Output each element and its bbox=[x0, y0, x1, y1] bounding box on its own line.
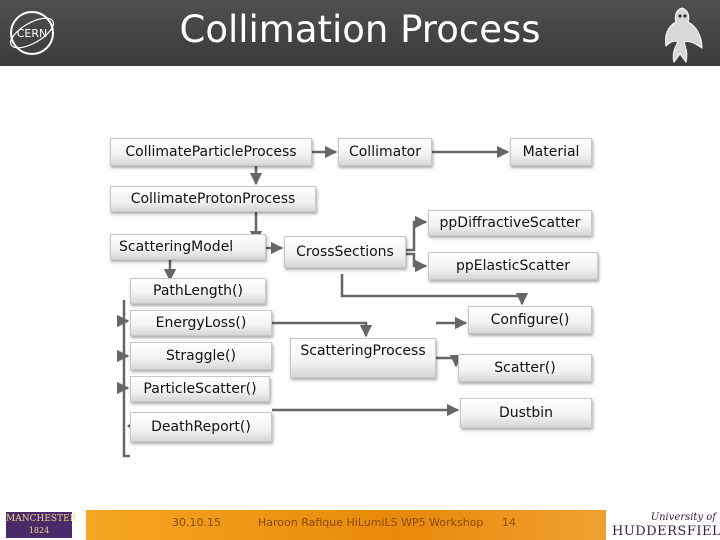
node-death-report: DeathReport() bbox=[130, 412, 272, 442]
footer-date: 30.10.15 bbox=[172, 516, 221, 529]
node-collimate-proton-process: CollimateProtonProcess bbox=[110, 186, 316, 212]
owl-logo bbox=[665, 7, 703, 64]
node-scattering-process: ScatteringProcess bbox=[290, 338, 436, 378]
slide-title: Collimation Process bbox=[179, 8, 541, 51]
svg-text:CERN: CERN bbox=[17, 27, 48, 40]
node-pp-diffractive-scatter: ppDiffractiveScatter bbox=[428, 210, 592, 236]
huddersfield-logo: University of HUDDERSFIELD bbox=[612, 512, 720, 539]
node-energy-loss: EnergyLoss() bbox=[130, 310, 272, 336]
node-dustbin: Dustbin bbox=[460, 398, 592, 428]
node-cross-sections: CrossSections bbox=[284, 236, 406, 268]
node-collimate-particle-process: CollimateParticleProcess bbox=[110, 138, 312, 166]
node-configure: Configure() bbox=[468, 306, 592, 334]
footer-author: Haroon Rafique HiLumiLS WP5 Workshop bbox=[258, 516, 484, 529]
cern-logo: CERN bbox=[10, 11, 54, 55]
node-pp-elastic-scatter: ppElasticScatter bbox=[428, 252, 598, 280]
node-scattering-model: ScatteringModel bbox=[110, 234, 266, 260]
node-particle-scatter: ParticleScatter() bbox=[130, 376, 270, 402]
node-path-length: PathLength() bbox=[130, 278, 266, 304]
node-scatter: Scatter() bbox=[458, 354, 592, 382]
node-straggle: Straggle() bbox=[130, 342, 272, 370]
footer-bar bbox=[86, 510, 606, 540]
footer-page-number: 14 bbox=[502, 516, 516, 529]
node-collimator: Collimator bbox=[338, 138, 432, 166]
slide-header bbox=[0, 0, 720, 66]
manchester-logo: MANCHESTER 1824 bbox=[6, 512, 76, 538]
node-material: Material bbox=[510, 138, 592, 166]
diagram-connectors bbox=[116, 145, 529, 458]
